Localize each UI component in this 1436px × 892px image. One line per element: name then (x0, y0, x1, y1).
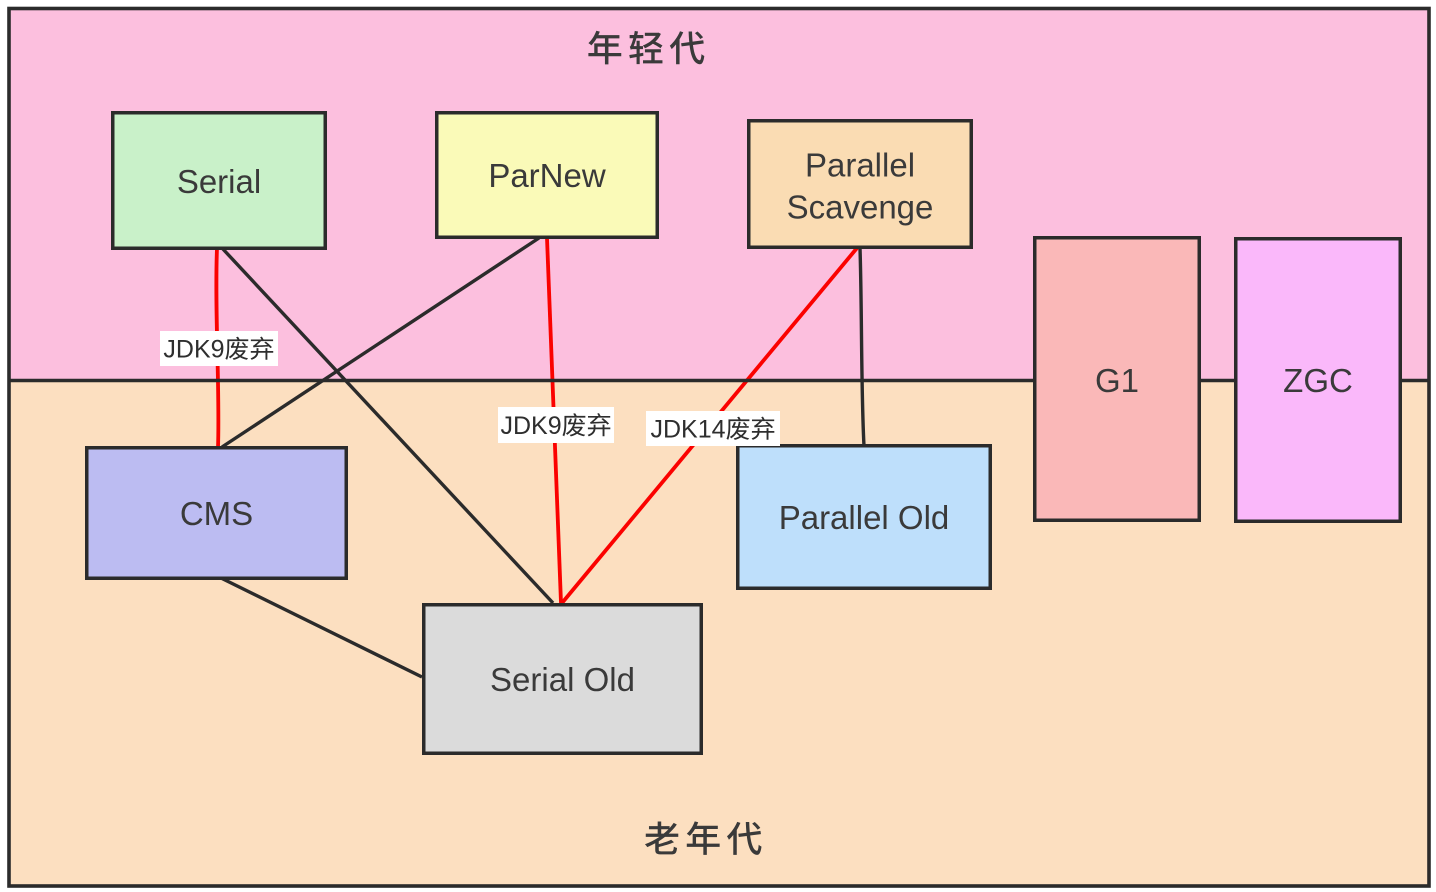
svg-text:ParNew: ParNew (488, 157, 606, 194)
svg-text:CMS: CMS (180, 495, 253, 532)
svg-text:Scavenge: Scavenge (787, 189, 934, 226)
svg-text:JDK9: JDK9 (501, 412, 562, 440)
svg-text:JDK9: JDK9 (163, 336, 224, 364)
svg-text:JDK14: JDK14 (651, 416, 726, 444)
svg-text:Parallel: Parallel (805, 147, 915, 184)
svg-text:G1: G1 (1095, 362, 1139, 399)
svg-text:Serial: Serial (177, 163, 261, 200)
svg-text:Serial Old: Serial Old (490, 661, 635, 698)
svg-text:Parallel Old: Parallel Old (779, 499, 950, 536)
svg-text:ZGC: ZGC (1283, 362, 1353, 399)
